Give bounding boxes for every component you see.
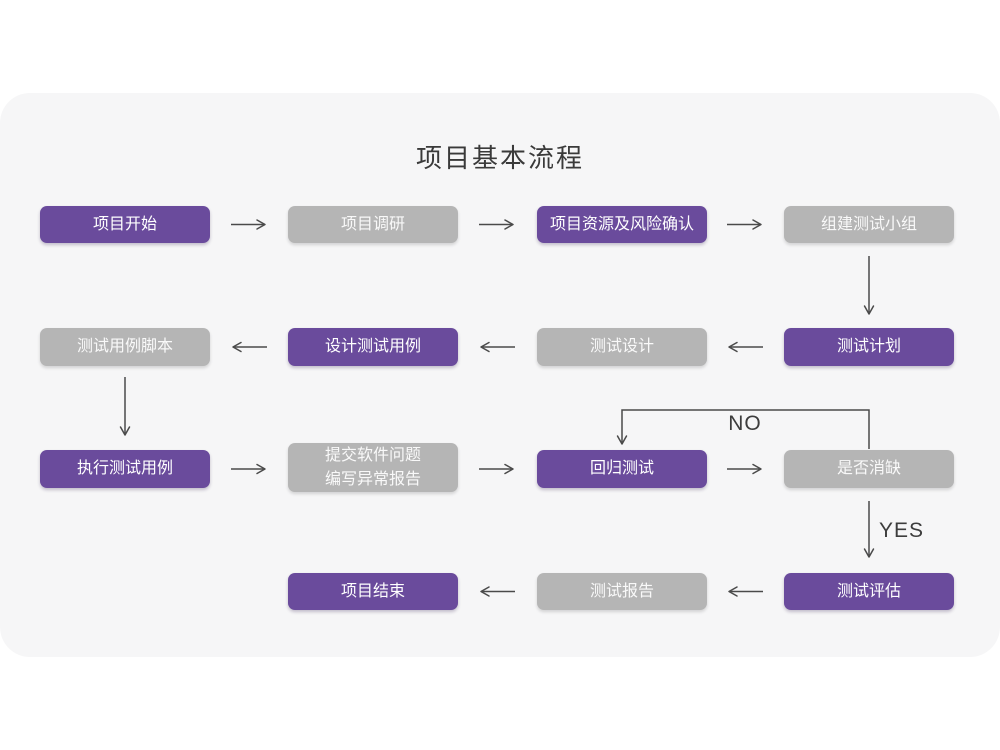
node-submit-issue-report: 提交软件问题 编写异常报告: [288, 443, 458, 492]
node-project-end: 项目结束: [288, 573, 458, 610]
node-test-evaluation: 测试评估: [784, 573, 954, 610]
node-defect-cleared: 是否消缺: [784, 450, 954, 488]
edge-label-no: NO: [728, 412, 762, 435]
edge-label-yes: YES: [879, 519, 925, 542]
page-title: 项目基本流程: [415, 143, 584, 173]
node-regression-test: 回归测试: [537, 450, 707, 488]
node-execute-test-cases: 执行测试用例: [40, 450, 210, 488]
flowchart-card: [0, 93, 1000, 657]
node-resource-risk: 项目资源及风险确认: [537, 206, 707, 243]
node-test-plan: 测试计划: [784, 328, 954, 366]
node-design-test-cases: 设计测试用例: [288, 328, 458, 366]
node-build-test-team: 组建测试小组: [784, 206, 954, 243]
node-test-design: 测试设计: [537, 328, 707, 366]
node-test-case-script: 测试用例脚本: [40, 328, 210, 366]
node-test-report: 测试报告: [537, 573, 707, 610]
node-project-research: 项目调研: [288, 206, 458, 243]
node-project-start: 项目开始: [40, 206, 210, 243]
